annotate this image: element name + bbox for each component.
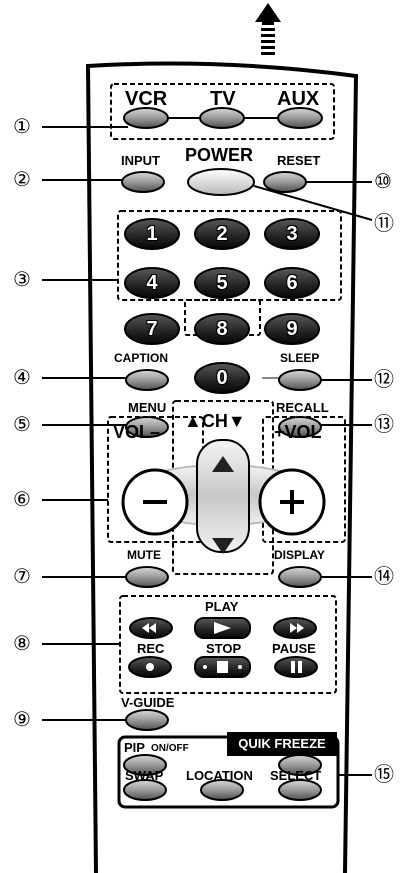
swap-label: SWAP bbox=[125, 769, 163, 782]
digit-2-label: 2 bbox=[212, 224, 232, 244]
digit-3-label: 3 bbox=[282, 224, 302, 244]
callout-3: ③ bbox=[13, 269, 31, 289]
pause-label: PAUSE bbox=[272, 642, 316, 655]
callout-9: ⑨ bbox=[13, 709, 31, 729]
select-label: SELECT bbox=[270, 769, 321, 782]
callout-5: ⑤ bbox=[13, 414, 31, 434]
display-button[interactable] bbox=[279, 567, 321, 587]
input-label: INPUT bbox=[121, 154, 160, 167]
digit-8-label: 8 bbox=[212, 319, 232, 339]
digit-1-label: 1 bbox=[142, 224, 162, 244]
digit-5-label: 5 bbox=[212, 273, 232, 293]
callout-4: ④ bbox=[13, 367, 31, 387]
location-button[interactable] bbox=[201, 780, 243, 800]
vcr-label: VCR bbox=[125, 89, 167, 109]
digit-6-label: 6 bbox=[282, 273, 302, 293]
sleep-button[interactable] bbox=[279, 370, 321, 390]
vguide-button[interactable] bbox=[126, 710, 168, 730]
callout-14: ⑭ bbox=[374, 566, 394, 586]
up-arrow-icon bbox=[255, 3, 281, 55]
callout-6: ⑥ bbox=[13, 489, 31, 509]
digit-4-label: 4 bbox=[142, 273, 162, 293]
callout-10: ⑩ bbox=[374, 171, 392, 191]
vcr-button[interactable] bbox=[124, 108, 168, 128]
digit-9-label: 9 bbox=[282, 319, 302, 339]
callout-7: ⑦ bbox=[13, 566, 31, 586]
reset-button[interactable] bbox=[264, 172, 306, 192]
quik-freeze-label: QUIK FREEZE bbox=[227, 732, 337, 756]
tv-label: TV bbox=[210, 89, 236, 109]
mute-button[interactable] bbox=[126, 567, 168, 587]
vol-plus-label: +VOL bbox=[274, 423, 322, 441]
stop-label: STOP bbox=[206, 642, 241, 655]
tv-button[interactable] bbox=[200, 108, 244, 128]
menu-label: MENU bbox=[128, 401, 166, 414]
callout-15: ⑮ bbox=[374, 764, 394, 784]
callout-11: ⑪ bbox=[374, 213, 394, 233]
recall-label: RECALL bbox=[276, 401, 329, 414]
vol-minus-label: VOL– bbox=[113, 423, 160, 441]
input-button[interactable] bbox=[122, 172, 164, 192]
record-icon bbox=[146, 663, 154, 671]
onoff-label: ON/OFF bbox=[151, 744, 189, 754]
vguide-label: V-GUIDE bbox=[121, 696, 174, 709]
mute-label: MUTE bbox=[127, 549, 161, 561]
play-label: PLAY bbox=[205, 600, 238, 613]
digit-7-label: 7 bbox=[142, 319, 162, 339]
power-label: POWER bbox=[185, 146, 253, 164]
callout-8: ⑧ bbox=[13, 633, 31, 653]
power-button[interactable] bbox=[188, 169, 254, 195]
reset-label: RESET bbox=[277, 154, 320, 167]
ch-label: ▲CH▼ bbox=[184, 412, 246, 430]
caption-button[interactable] bbox=[126, 370, 168, 390]
callout-1: ① bbox=[13, 116, 31, 136]
aux-button[interactable] bbox=[278, 108, 322, 128]
swap-button[interactable] bbox=[124, 780, 166, 800]
rec-label: REC bbox=[137, 642, 164, 655]
pip-label: PIP bbox=[124, 741, 145, 754]
caption-label: CAPTION bbox=[114, 352, 168, 364]
digit-0-label: 0 bbox=[212, 368, 232, 388]
select-button[interactable] bbox=[279, 780, 321, 800]
sleep-label: SLEEP bbox=[280, 352, 319, 364]
callout-13: ⑬ bbox=[374, 414, 394, 434]
callout-2: ② bbox=[13, 169, 31, 189]
pause-button[interactable] bbox=[275, 657, 317, 677]
display-label: DISPLAY bbox=[274, 549, 325, 561]
aux-label: AUX bbox=[277, 89, 319, 109]
location-label: LOCATION bbox=[186, 769, 253, 782]
minus-icon bbox=[143, 500, 167, 504]
callout-12: ⑫ bbox=[374, 369, 394, 389]
